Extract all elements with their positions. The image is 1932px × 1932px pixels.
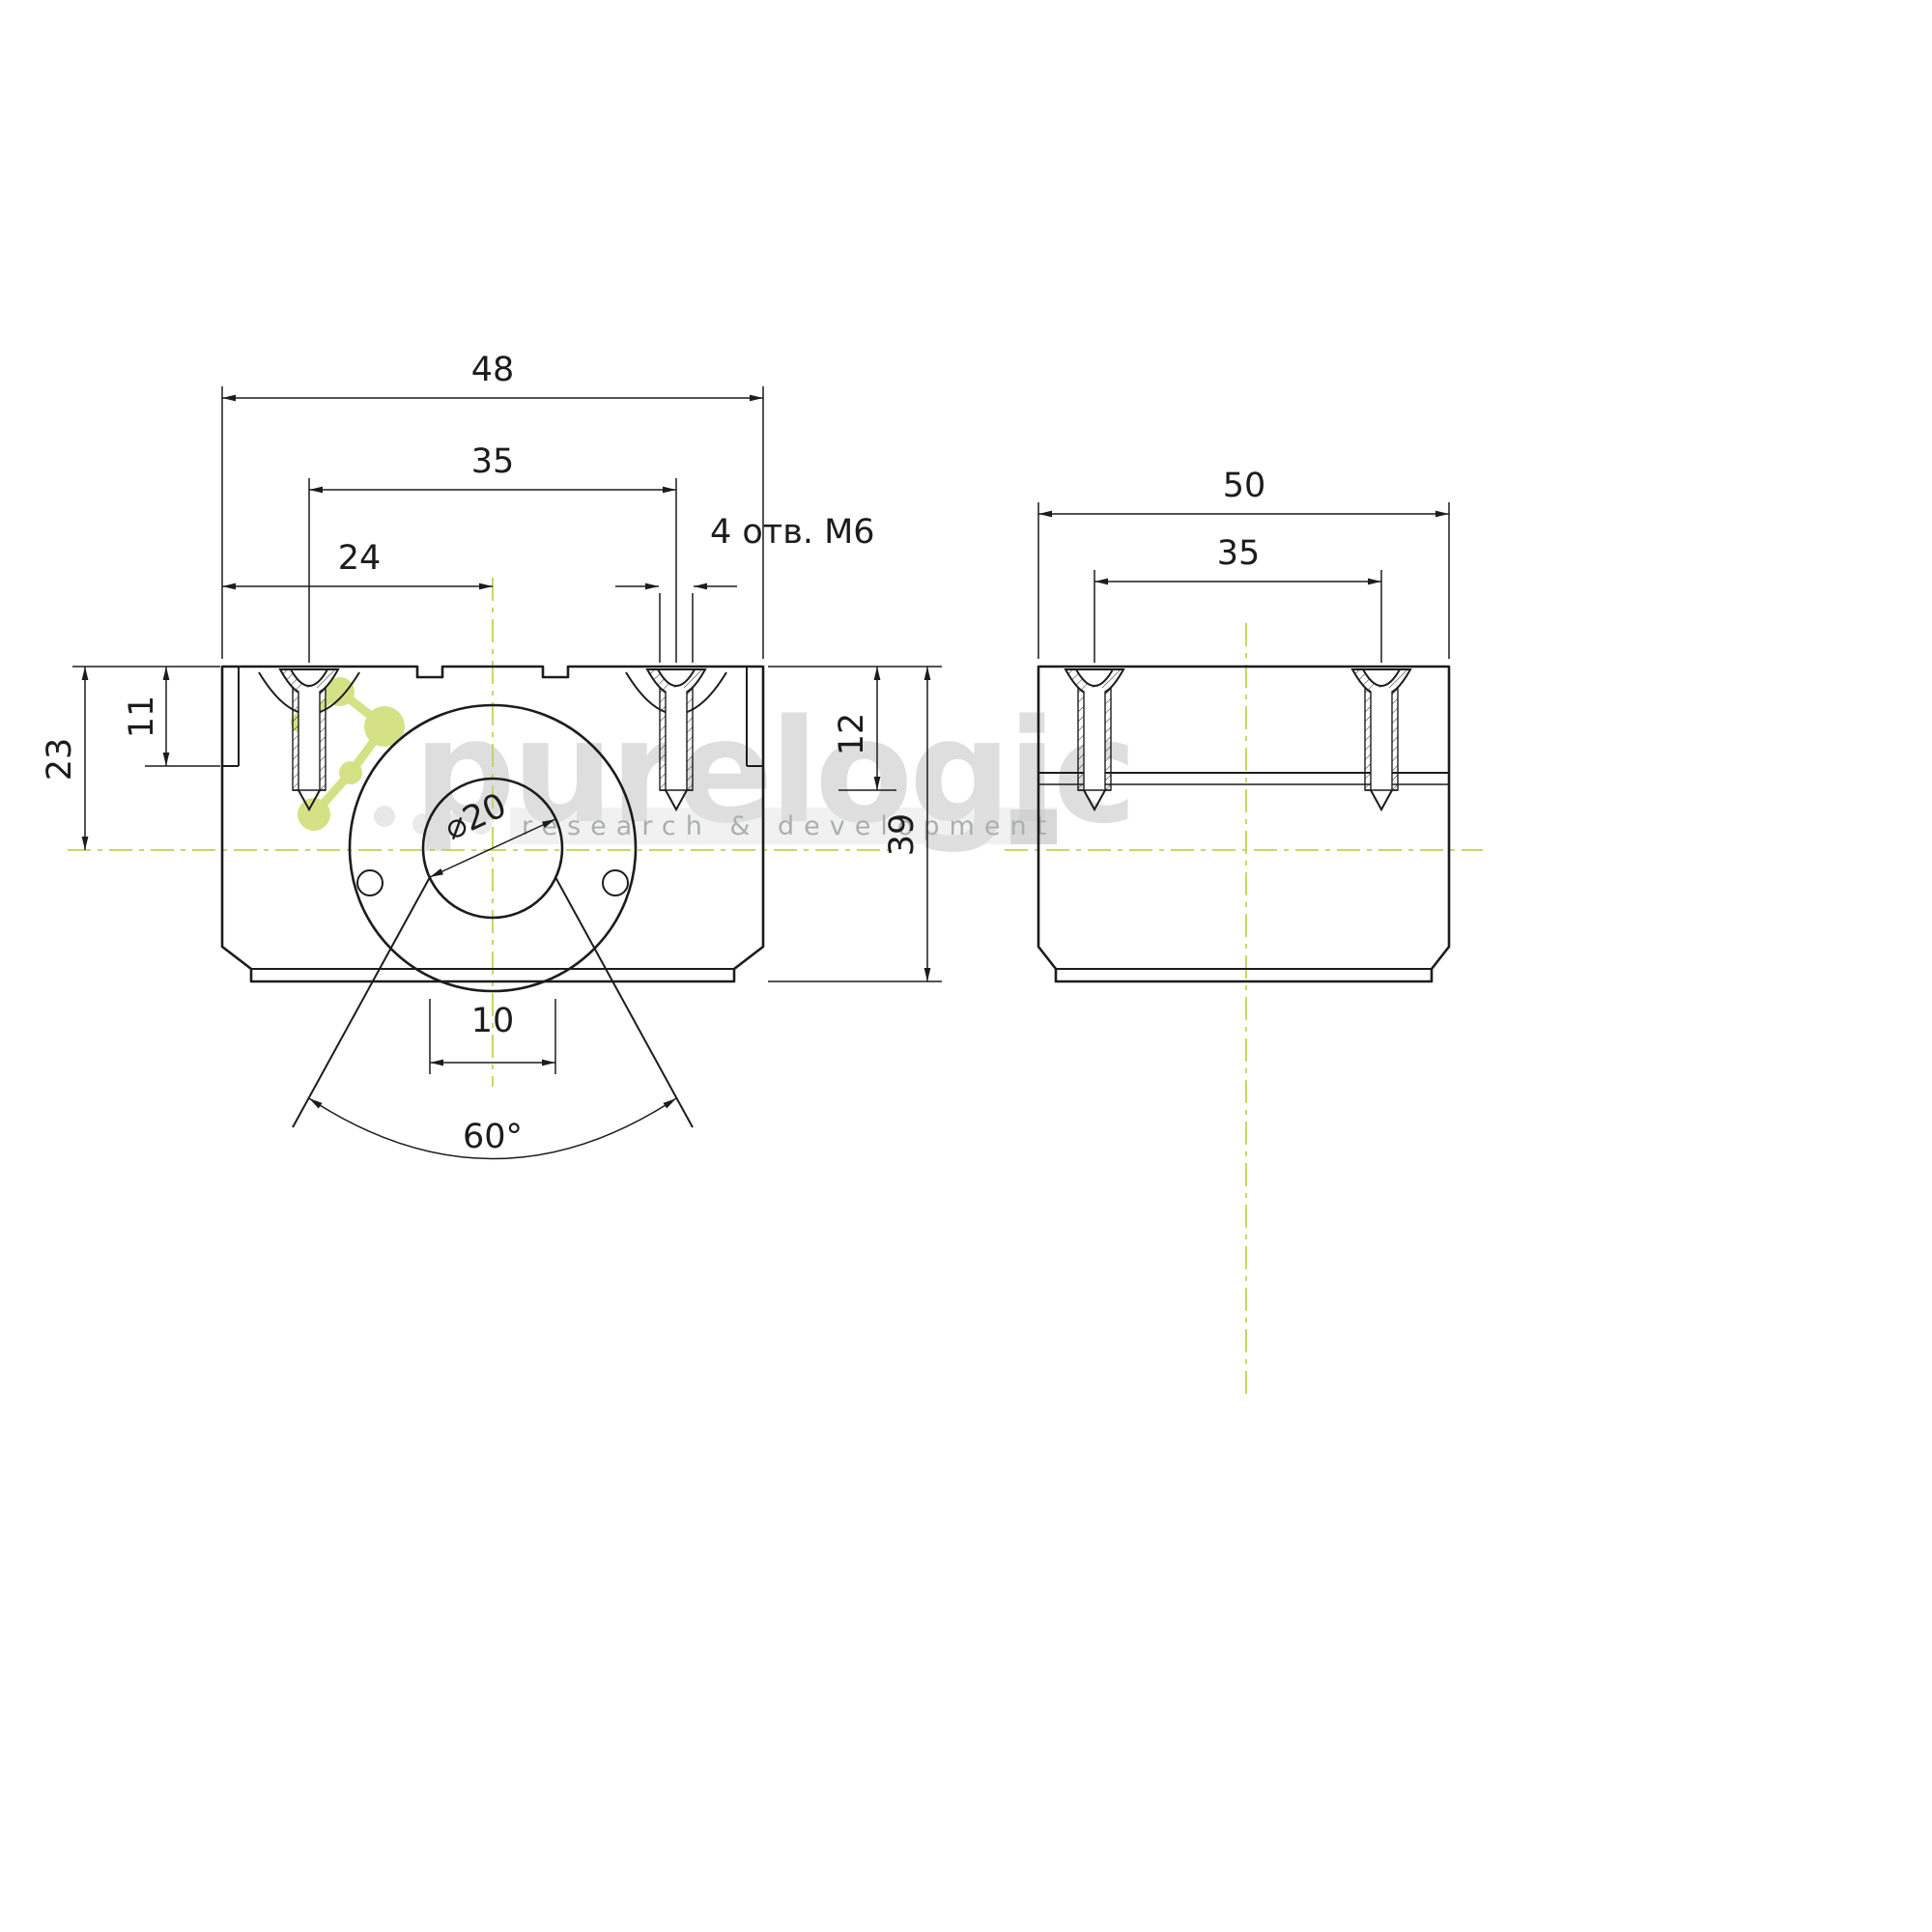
- clamp-slot-left-edge: [292, 876, 431, 1128]
- watermark-subtitle-strip: [510, 808, 1057, 844]
- dim-11: 11: [72, 666, 220, 767]
- dim-35-front-label: 35: [471, 442, 515, 481]
- dim-39: 39: [768, 667, 942, 982]
- dim-10: 10: [429, 999, 556, 1074]
- dim-24-label: 24: [338, 539, 382, 578]
- dim-23-label: 23: [41, 738, 79, 781]
- dim-35-side: 35: [1094, 534, 1382, 663]
- watermark: purelogic research & development: [291, 677, 1137, 855]
- right-ear-hole: [602, 869, 629, 896]
- dim-23: 23: [41, 667, 89, 850]
- watermark-subtitle-text: research & development: [522, 811, 1056, 841]
- dim-24: 24: [222, 539, 493, 590]
- dim-m6-holes: 4 отв. M6: [615, 513, 875, 663]
- clamp-slot-right-edge: [554, 876, 694, 1128]
- front-outline: [220, 665, 765, 983]
- dim-60deg-label: 60°: [463, 1118, 523, 1156]
- side-right-m6-hole: [1351, 668, 1411, 810]
- side-view: [1037, 665, 1451, 983]
- dim-50-label: 50: [1223, 467, 1266, 505]
- dim-35-side-label: 35: [1217, 534, 1261, 573]
- dim-11-label: 11: [123, 696, 161, 739]
- dim-12: 12: [768, 666, 942, 791]
- dim-12-label: 12: [833, 713, 871, 756]
- m6-holes-note: 4 отв. M6: [710, 513, 875, 552]
- dim-35-front: 35: [308, 442, 677, 663]
- watermark-subtitle-endblock: [1010, 810, 1057, 844]
- dim-48: 48: [221, 351, 764, 659]
- dim-50: 50: [1037, 467, 1450, 659]
- dim-60deg: 60°: [308, 1097, 677, 1160]
- left-ear-hole: [356, 869, 384, 896]
- dim-48-label: 48: [471, 351, 515, 389]
- side-outline: [1037, 665, 1451, 983]
- shaft-bore: [421, 777, 564, 920]
- front-view: [220, 665, 765, 1128]
- dim-39-label: 39: [883, 813, 922, 857]
- dim-10-label: 10: [471, 1002, 515, 1040]
- boss-circle: [348, 703, 638, 993]
